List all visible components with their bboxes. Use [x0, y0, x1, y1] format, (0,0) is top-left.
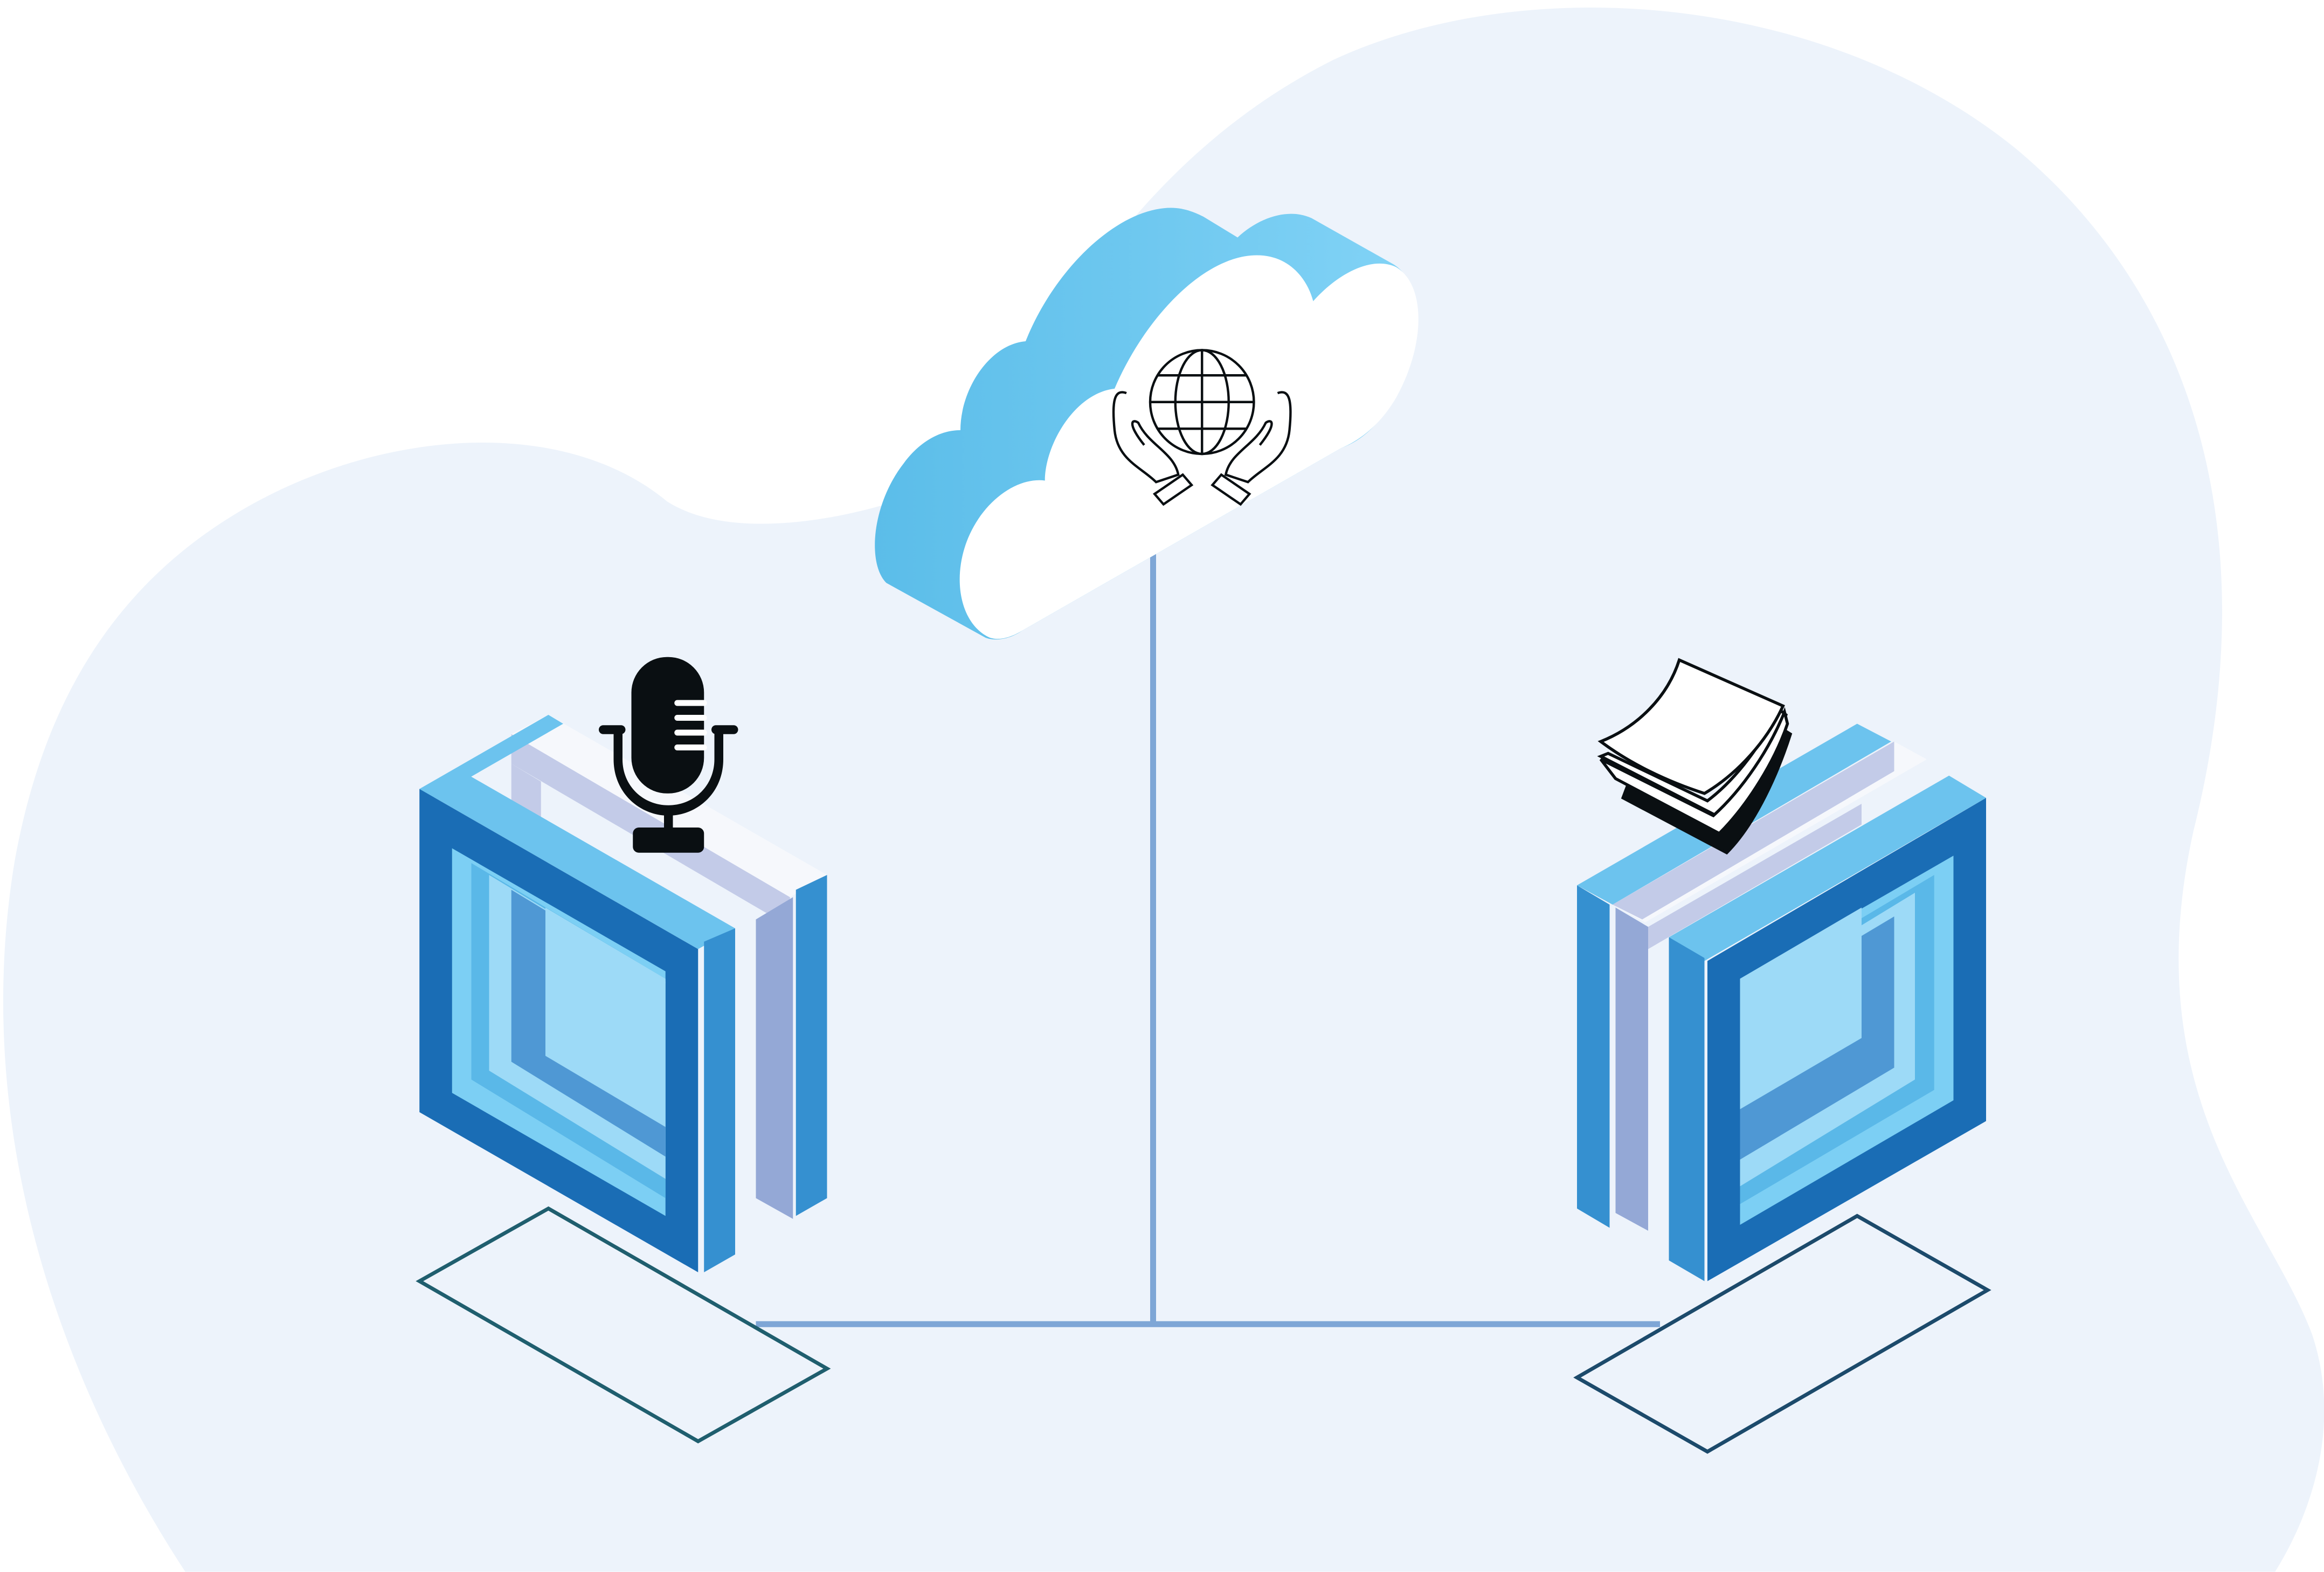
network-connector [756, 548, 1660, 1327]
book-stack-icon [1597, 658, 1793, 855]
cloud [875, 208, 1419, 640]
microphone-icon [599, 657, 738, 853]
globe-in-hands-icon [1112, 349, 1292, 506]
left-platform [416, 1206, 831, 1444]
left-server [419, 657, 827, 1272]
right-server [1577, 658, 1986, 1281]
right-platform [1573, 1214, 1991, 1454]
